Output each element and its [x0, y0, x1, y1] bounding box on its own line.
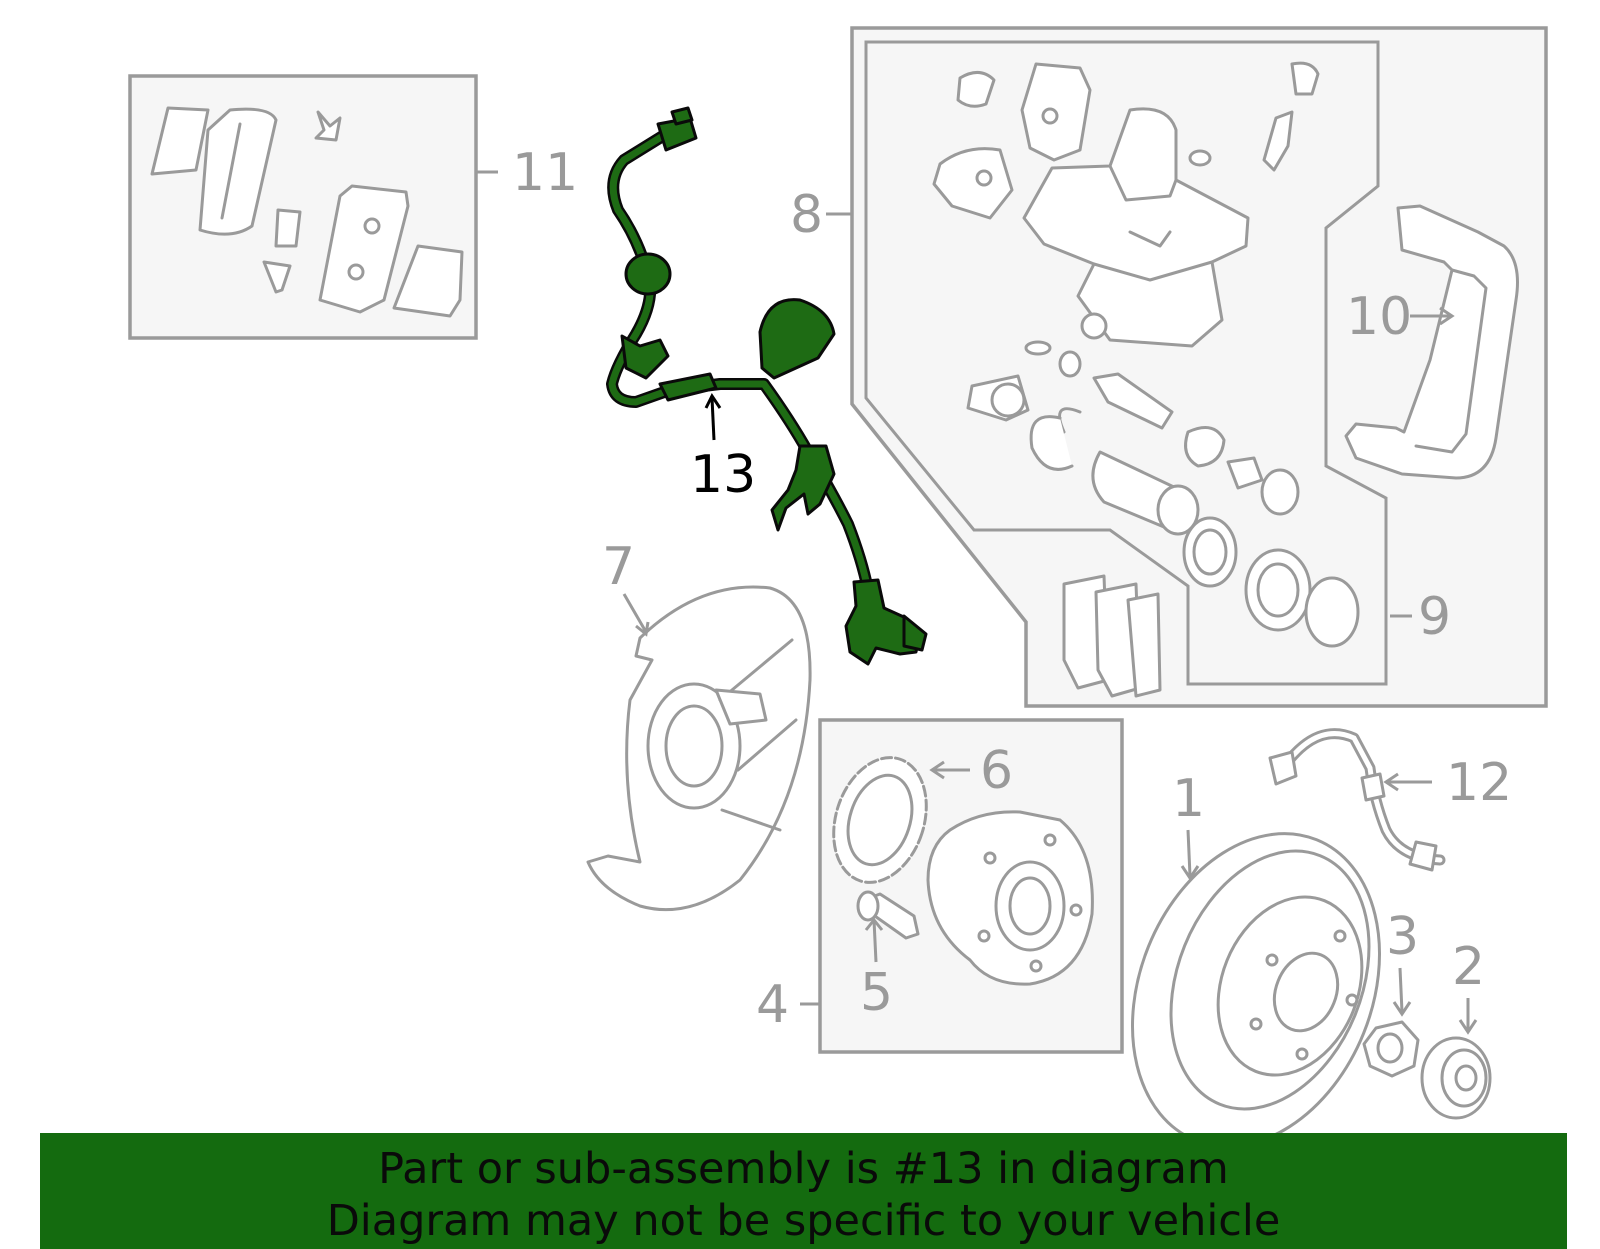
- tone-ring: [832, 756, 928, 884]
- callout-6: 6: [980, 741, 1013, 801]
- abs-sensor-line-other: [1268, 728, 1446, 872]
- callout-9: 9: [1418, 587, 1451, 647]
- callout-13: 13: [690, 445, 756, 505]
- banner-line-1: Part or sub-assembly is #13 in diagram: [378, 1144, 1229, 1194]
- brake-rotor: [1131, 832, 1381, 1148]
- callout-8: 8: [790, 185, 823, 245]
- hub-nut: [1362, 1020, 1420, 1078]
- callout-3: 3: [1386, 907, 1419, 967]
- hub-bolt: [856, 890, 920, 940]
- callout-11: 11: [512, 143, 578, 203]
- callout-7: 7: [602, 537, 635, 597]
- caliper-assembly-box: [850, 26, 1548, 708]
- abs-sensor-harness-highlight: [606, 106, 928, 666]
- part-notice-banner: Part or sub-assembly is #13 in diagram D…: [40, 1133, 1567, 1249]
- callout-4: 4: [756, 975, 789, 1035]
- callout-2: 2: [1452, 937, 1485, 997]
- callout-5: 5: [860, 963, 893, 1023]
- callout-12: 12: [1446, 753, 1512, 813]
- callout-1: 1: [1172, 769, 1205, 829]
- caliper-bracket: [1344, 204, 1519, 480]
- backing-plate: [586, 585, 812, 912]
- callout-10: 10: [1346, 287, 1412, 347]
- dust-cap: [1420, 1036, 1492, 1120]
- pad-kit-box: [128, 74, 478, 340]
- hub-bearing: [926, 810, 1094, 986]
- banner-line-2: Diagram may not be specific to your vehi…: [326, 1196, 1281, 1246]
